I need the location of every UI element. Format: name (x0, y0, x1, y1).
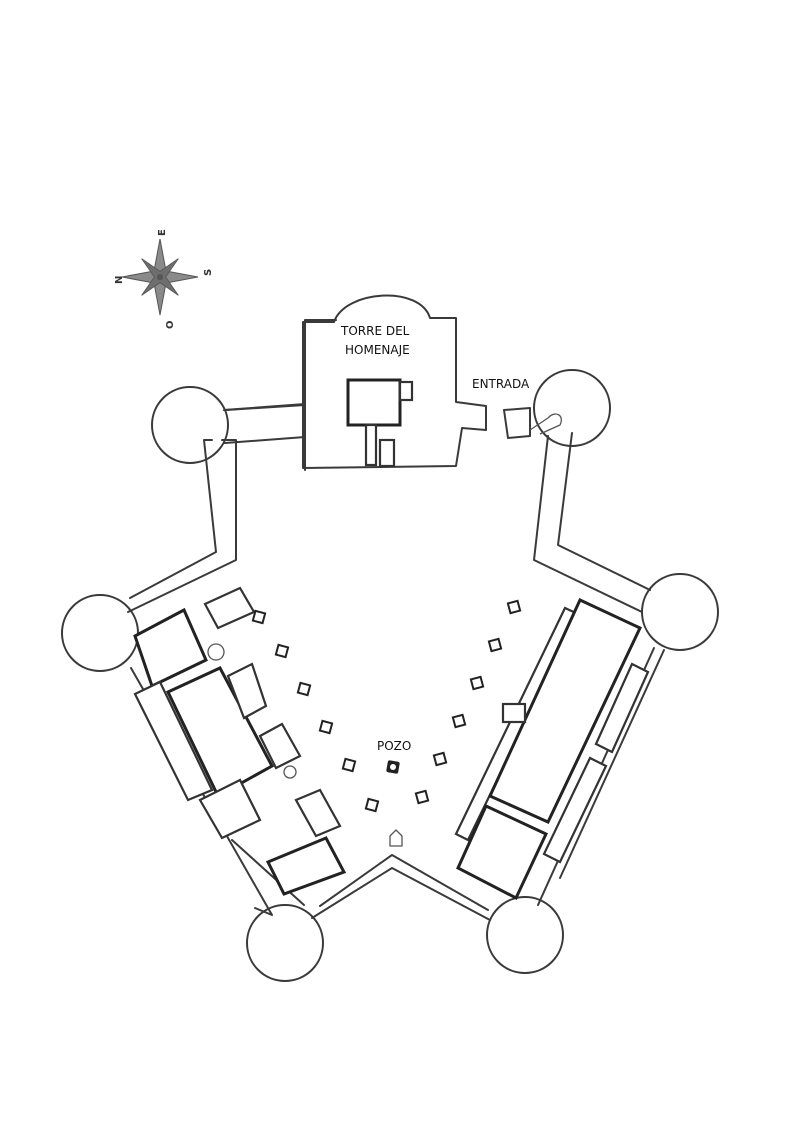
west-room-4 (226, 662, 268, 720)
well: POZO (377, 739, 411, 774)
compass-east-label: E (157, 229, 168, 236)
keep-inner-room (346, 378, 402, 427)
pillar (274, 643, 290, 659)
entrance-gate-wall (503, 407, 531, 439)
keep-passage-left (364, 423, 378, 467)
west-stair-2 (283, 765, 297, 779)
curtain-wall-west (127, 439, 237, 613)
keep-label-line2: HOMENAJE (345, 343, 410, 357)
curtain-wall-south (311, 854, 491, 921)
pillar (318, 719, 334, 735)
pillar (364, 797, 380, 813)
keep-passage-right (378, 438, 396, 468)
keep-stair (398, 380, 414, 402)
east-room-2 (542, 756, 608, 864)
pillar (506, 599, 522, 615)
east-room-3 (456, 803, 548, 901)
west-room-5 (258, 722, 302, 770)
courtyard-pillars (251, 599, 522, 813)
tower-northeast (533, 369, 611, 447)
tower-northwest (151, 386, 229, 464)
keep-label-line1: TORRE DEL (340, 324, 410, 338)
west-room-1 (133, 607, 208, 689)
curtain-wall-northwest (223, 403, 306, 471)
keep: TORRE DEL HOMENAJE (302, 294, 487, 469)
west-room-7 (294, 788, 342, 838)
west-room-8 (265, 836, 347, 896)
tower-east (641, 573, 719, 651)
compass-star-icon (121, 238, 199, 316)
west-room-2 (203, 586, 256, 630)
east-room-1 (594, 662, 650, 754)
pillar (487, 637, 503, 653)
curtain-wall-outer (225, 319, 337, 411)
pillar (341, 757, 357, 773)
well-opening (390, 764, 396, 770)
keep-outline (302, 294, 487, 469)
compass-rose: N E S O (114, 229, 214, 329)
pillar (296, 681, 312, 697)
compass-south-label: S (203, 269, 214, 276)
curtain-wall-east (533, 432, 651, 613)
tower-southeast (486, 896, 564, 974)
entrance-label: ENTRADA (472, 377, 530, 391)
tower-southwest (246, 904, 324, 982)
west-stair-1 (207, 643, 225, 661)
west-wing (133, 586, 347, 896)
east-hall (488, 598, 643, 824)
south-notch (389, 829, 403, 847)
east-wing (454, 598, 650, 901)
west-room-6 (198, 778, 262, 840)
compass-north-label: N (114, 276, 125, 284)
west-hall (165, 666, 275, 799)
east-buttress (501, 702, 527, 724)
pillar (414, 789, 430, 805)
tower-west (61, 594, 139, 672)
well-label: POZO (377, 739, 411, 753)
entrance-ramp (529, 413, 562, 435)
entrance: ENTRADA (472, 377, 562, 439)
west-room-3 (133, 680, 214, 802)
pillar (469, 675, 485, 691)
compass-west-label: O (165, 320, 176, 329)
pillar (251, 609, 267, 625)
pillar (432, 751, 448, 767)
pillar (451, 713, 467, 729)
